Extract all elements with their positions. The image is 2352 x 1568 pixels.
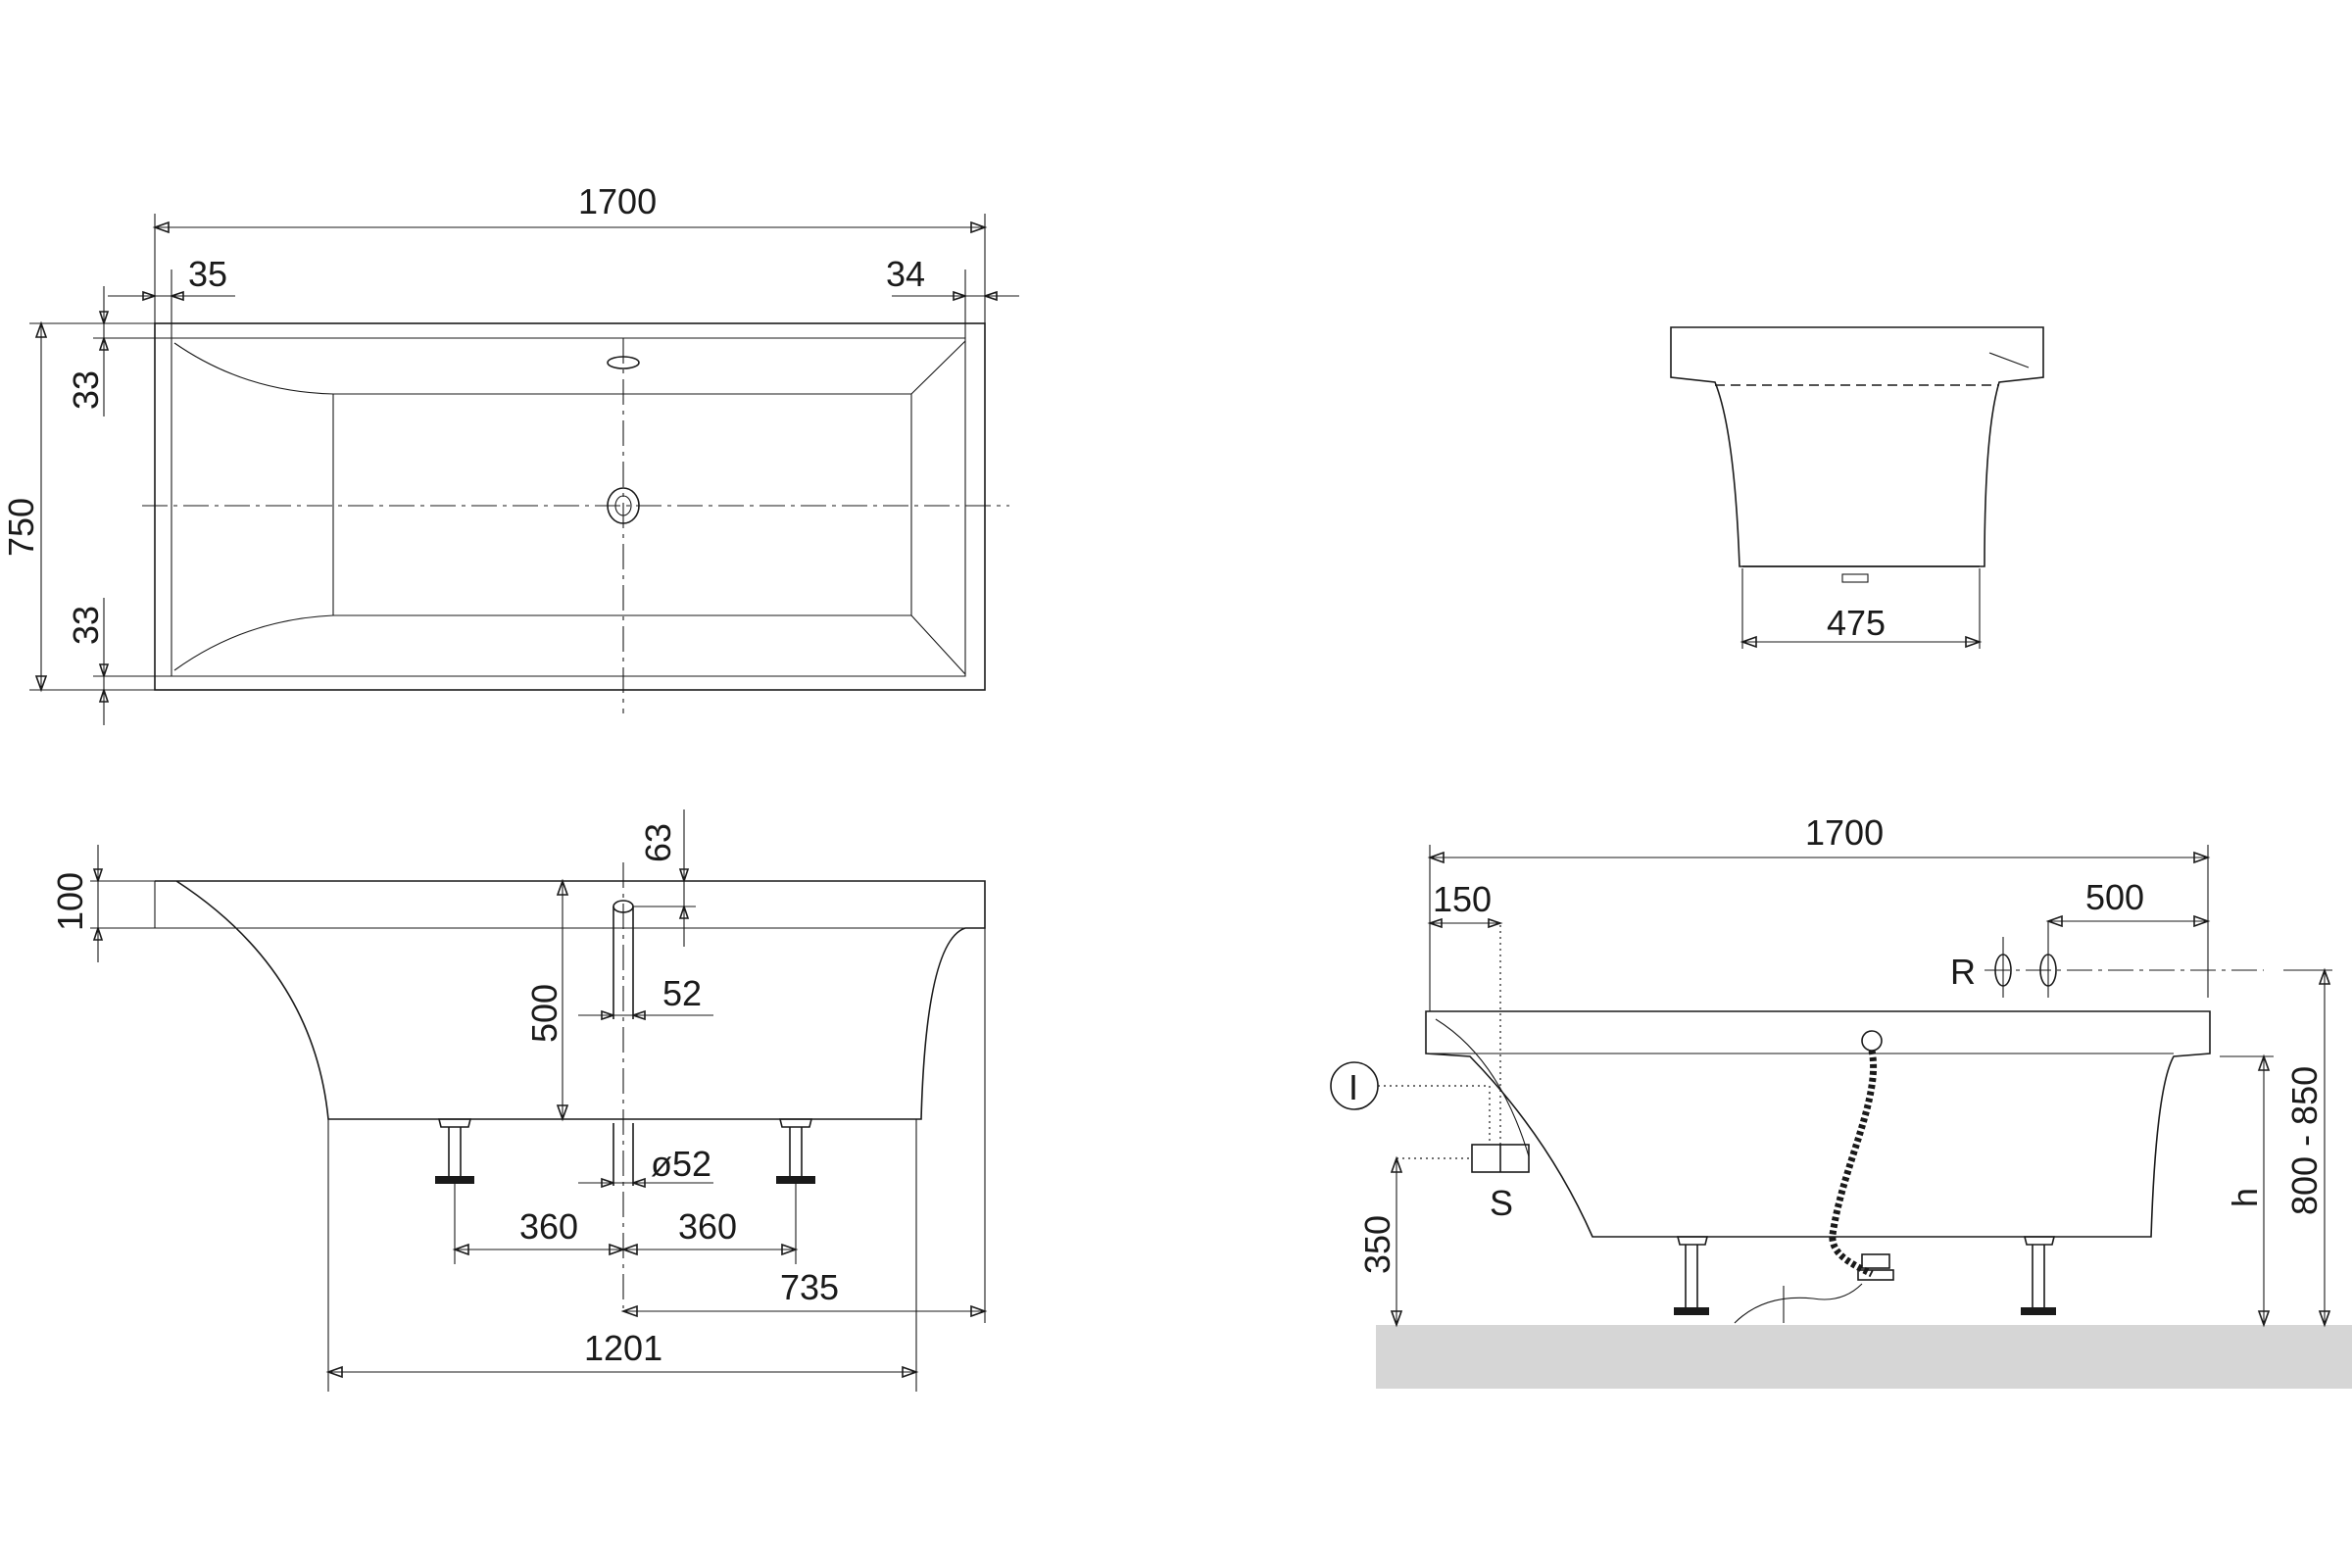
- inlet: I: [1330, 1061, 1491, 1145]
- tap-connection: R: [1950, 921, 2264, 998]
- install-foot-right: [2021, 1236, 2056, 1315]
- tub-outline-top: [154, 322, 986, 691]
- dim-top-edge-left: 35: [188, 254, 227, 294]
- drain-inner-icon: [614, 495, 632, 516]
- dim-install-length: 1700: [1805, 812, 1884, 853]
- dim-top-edge-top: 33: [66, 370, 106, 410]
- dim-side-drain-to-end: 735: [780, 1267, 839, 1307]
- dim-install-waste-height: 350: [1357, 1215, 1397, 1274]
- dim-side-foot-left: 360: [519, 1206, 578, 1247]
- tub-slope-right-top: [910, 340, 966, 675]
- dim-top-width: 750: [1, 498, 41, 557]
- dim-side-overflow-offset: 63: [638, 823, 678, 862]
- hand-shower-hose: [1734, 1030, 1894, 1324]
- dim-top-edge-bottom: 33: [66, 606, 106, 645]
- install-foot-left: [1674, 1236, 1709, 1315]
- dim-top-edge-right: 34: [886, 254, 925, 294]
- tub-slope-left-top: [173, 342, 334, 671]
- foot-right: [776, 1118, 815, 1264]
- inlet-label: I: [1348, 1067, 1358, 1107]
- side-view: 100 63 500 52 ø52 360 360 735 1201: [50, 809, 988, 1392]
- foot-left: [435, 1118, 474, 1264]
- drain-end-icon: [1841, 573, 1869, 583]
- tub-outline-install: [1425, 1010, 2211, 1238]
- dim-install-h: h: [2225, 1188, 2265, 1207]
- drain-icon: [607, 487, 640, 524]
- tub-outline-end: [1670, 326, 2044, 567]
- dim-side-rim-height: 100: [50, 872, 90, 931]
- tub-inner-rim-top: [171, 337, 966, 677]
- dim-side-base-length: 1201: [584, 1328, 662, 1368]
- tap-label: R: [1950, 952, 1976, 992]
- top-view: 1700 35 34 750 33 33: [1, 181, 1019, 725]
- waste-outlet: S: [1396, 921, 1530, 1223]
- dim-top-length: 1700: [578, 181, 657, 221]
- tub-basin-top: [332, 393, 912, 616]
- dim-side-drain-diameter: ø52: [651, 1144, 711, 1184]
- install-view: S I R 1700 150: [1330, 812, 2352, 1389]
- drain-pipe: [612, 1123, 634, 1186]
- floor: [1376, 1325, 2352, 1389]
- waste-label: S: [1490, 1183, 1513, 1223]
- dim-install-total-height: 800 - 850: [2284, 1066, 2325, 1215]
- overflow-pipe: [612, 906, 634, 1019]
- overflow-icon: [607, 356, 640, 369]
- end-view: 475: [1670, 326, 2044, 649]
- dim-end-base-width: 475: [1827, 603, 1886, 643]
- dim-side-overflow-diameter: 52: [662, 973, 702, 1013]
- shower-head-icon: [1861, 1030, 1883, 1052]
- dim-side-overflow-height: 500: [524, 984, 564, 1043]
- dim-install-tap-offset: 500: [2085, 877, 2144, 917]
- dim-install-supply-offset: 150: [1433, 879, 1492, 919]
- tub-outline-side: [155, 880, 986, 1120]
- dim-side-foot-right: 360: [678, 1206, 737, 1247]
